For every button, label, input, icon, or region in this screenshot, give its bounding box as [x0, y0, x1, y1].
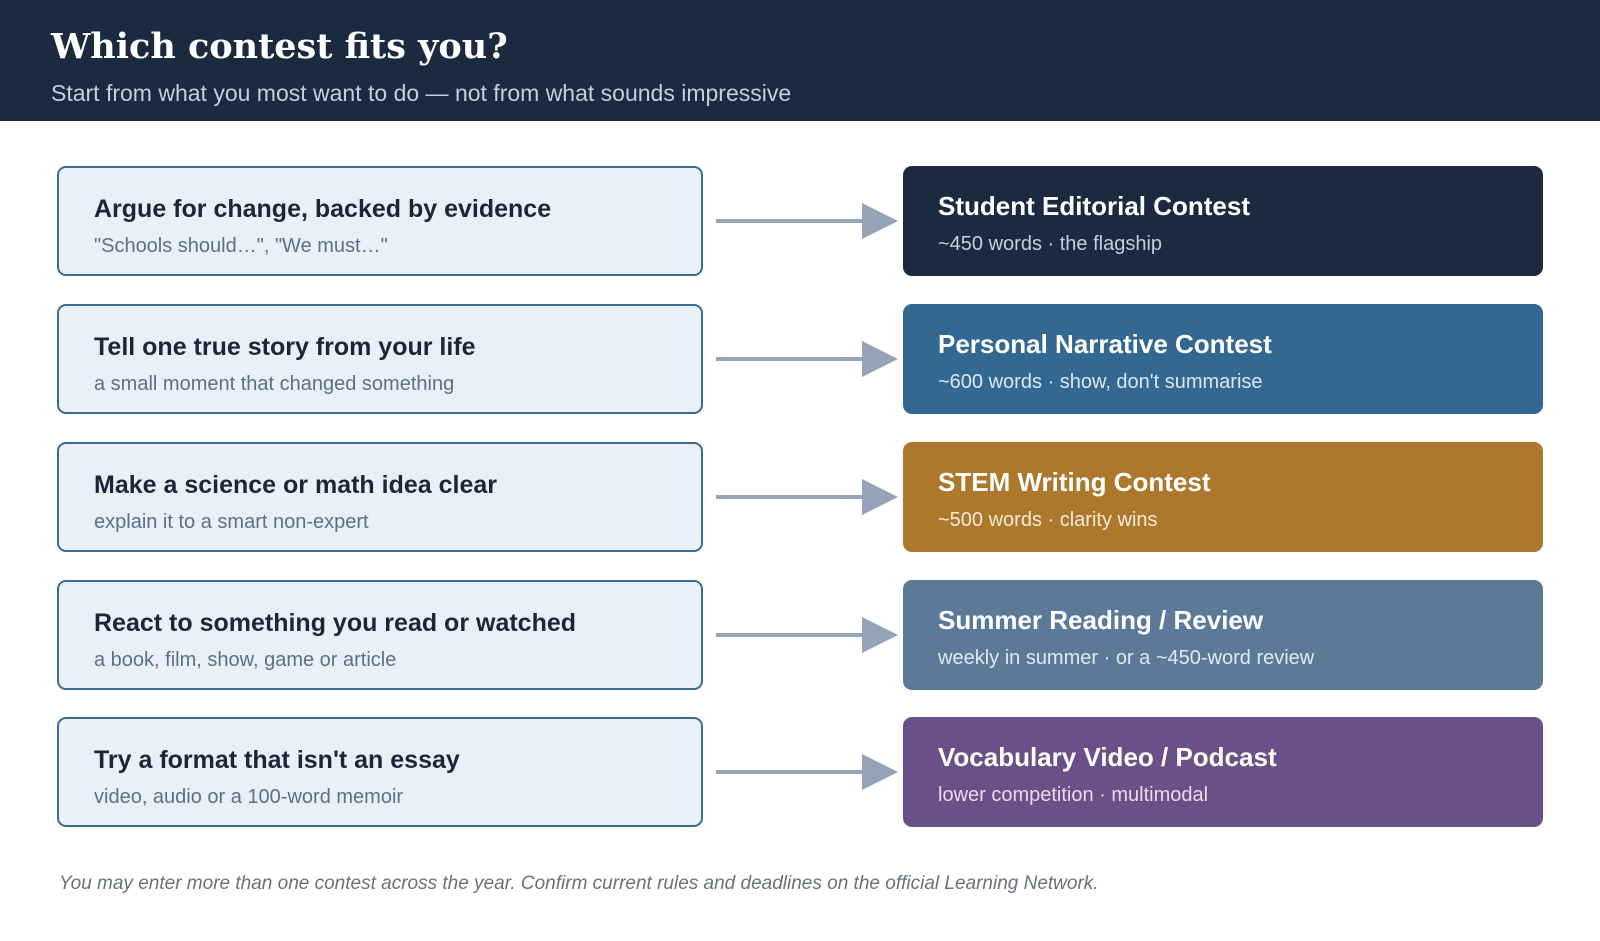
need-card-format: Try a format that isn't an essay video, …: [57, 717, 703, 827]
match-row: React to something you read or watched a…: [0, 580, 1600, 690]
arrow-connector: [716, 203, 898, 239]
contest-title: Student Editorial Contest: [938, 191, 1250, 221]
need-subtitle: "Schools should…", "We must…": [94, 235, 388, 257]
need-subtitle: video, audio or a 100-word memoir: [94, 786, 404, 808]
need-title: React to something you read or watched: [94, 609, 577, 637]
need-card-argue: Argue for change, backed by evidence "Sc…: [57, 166, 703, 276]
need-title: Argue for change, backed by evidence: [94, 195, 552, 223]
footnote: You may enter more than one contest acro…: [59, 873, 1099, 894]
contest-subtitle: ~600 words · show, don't summarise: [938, 371, 1263, 393]
page-title: Which contest fits you?: [51, 26, 508, 67]
need-title: Make a science or math idea clear: [94, 471, 497, 499]
header-banner: Which contest fits you? Start from what …: [0, 0, 1600, 121]
contest-title: STEM Writing Contest: [938, 467, 1211, 497]
need-title: Try a format that isn't an essay: [94, 746, 460, 774]
page-subtitle: Start from what you most want to do — no…: [51, 80, 792, 106]
contest-card-narrative: Personal Narrative Contest ~600 words · …: [903, 304, 1543, 414]
contest-title: Vocabulary Video / Podcast: [938, 742, 1277, 772]
contest-title: Personal Narrative Contest: [938, 329, 1272, 359]
contest-title: Summer Reading / Review: [938, 605, 1264, 635]
contest-card-vocabulary: Vocabulary Video / Podcast lower competi…: [903, 717, 1543, 827]
need-subtitle: explain it to a smart non-expert: [94, 511, 369, 533]
arrow-connector: [716, 754, 898, 790]
contest-subtitle: weekly in summer · or a ~450-word review: [938, 647, 1315, 669]
contest-card-reading: Summer Reading / Review weekly in summer…: [903, 580, 1543, 690]
arrow-connector: [716, 479, 898, 515]
match-row: Make a science or math idea clear explai…: [0, 442, 1600, 552]
need-subtitle: a book, film, show, game or article: [94, 649, 397, 671]
match-row: Tell one true story from your life a sma…: [0, 304, 1600, 414]
contest-subtitle: ~500 words · clarity wins: [938, 509, 1158, 531]
contest-subtitle: ~450 words · the flagship: [938, 233, 1163, 255]
contest-card-stem: STEM Writing Contest ~500 words · clarit…: [903, 442, 1543, 552]
contest-card-editorial: Student Editorial Contest ~450 words · t…: [903, 166, 1543, 276]
arrow-connector: [716, 617, 898, 653]
arrow-connector: [716, 341, 898, 377]
contest-subtitle: lower competition · multimodal: [938, 784, 1209, 806]
need-subtitle: a small moment that changed something: [94, 373, 455, 395]
match-row: Argue for change, backed by evidence "Sc…: [0, 166, 1600, 276]
need-card-science: Make a science or math idea clear explai…: [57, 442, 703, 552]
need-title: Tell one true story from your life: [94, 333, 476, 361]
need-card-story: Tell one true story from your life a sma…: [57, 304, 703, 414]
need-card-react: React to something you read or watched a…: [57, 580, 703, 690]
match-row: Try a format that isn't an essay video, …: [0, 717, 1600, 827]
